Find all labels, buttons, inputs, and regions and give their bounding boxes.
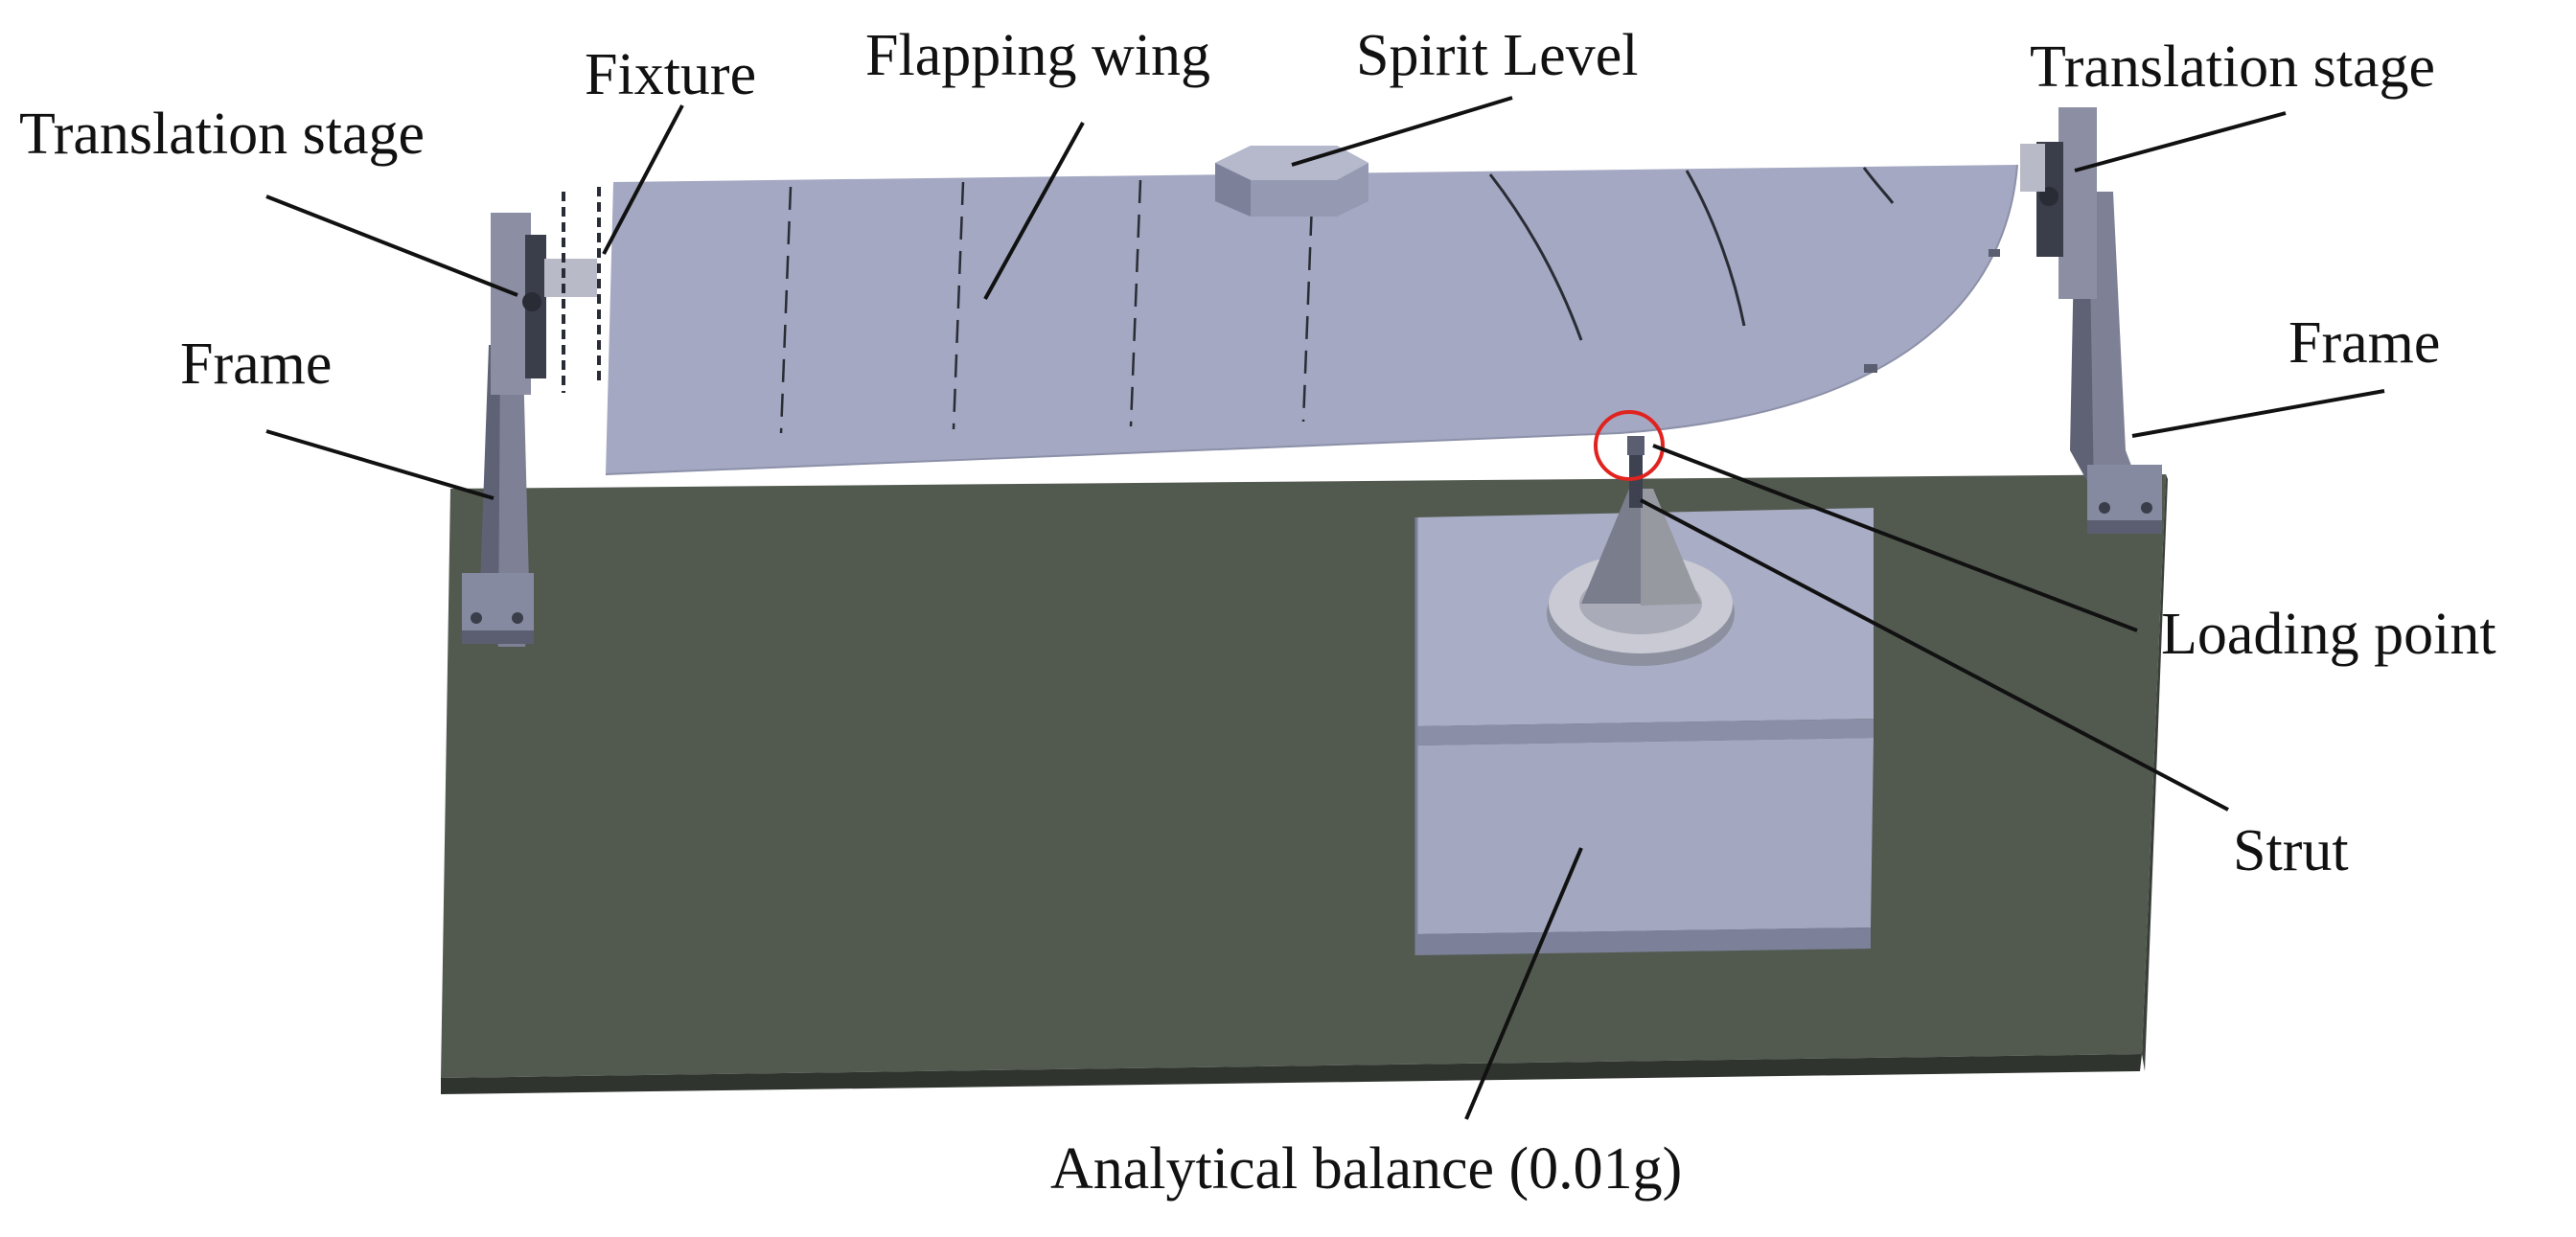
translation-stage-right [2058,107,2097,299]
label-translation-stage-right: Translation stage [2030,34,2435,100]
label-analytical-balance: Analytical balance (0.01g) [1050,1136,1682,1202]
leader-lines [265,96,2385,1120]
flapping-wing [605,164,2018,475]
frame-right [2020,107,2162,534]
analytical-balance [1414,436,1874,955]
label-loading-point: Loading point [2161,602,2496,667]
label-frame-left: Frame [180,332,332,397]
frame-left [462,213,597,647]
label-spirit-level: Spirit Level [1356,23,1638,88]
label-strut: Strut [2233,818,2349,883]
fixture [562,187,601,393]
label-flapping-wing: Flapping wing [865,23,1210,88]
base-plate [441,474,2168,1094]
label-fixture: Fixture [585,42,756,107]
loading-point-marker [1594,410,1665,481]
spirit-level [1215,146,1368,217]
label-frame-right: Frame [2288,310,2440,376]
label-translation-stage-left: Translation stage [19,102,425,167]
